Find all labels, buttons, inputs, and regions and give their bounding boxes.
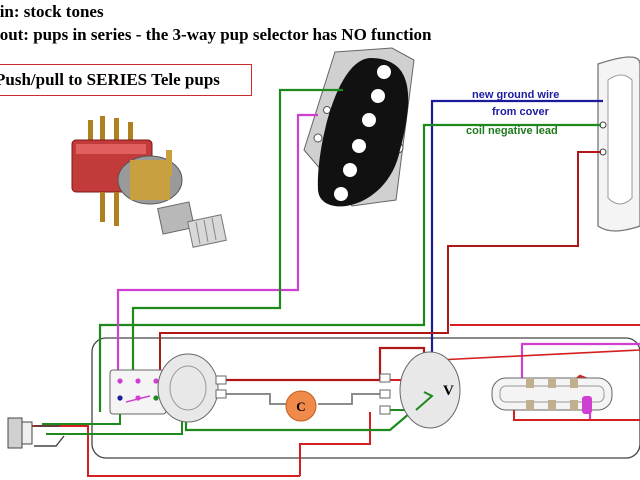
push-pull-label: Push/pull to SERIES Tele pups <box>0 70 220 89</box>
neck-pickup <box>597 56 640 232</box>
header-line-2: P out: pups in series - the 3-way pup se… <box>0 25 432 44</box>
coil-negative-label: coil negative lead <box>466 125 558 137</box>
coil-negative-wire <box>98 123 601 412</box>
neck-hot-wire <box>159 151 601 394</box>
header-line-1: P in: stock tones <box>0 2 104 21</box>
bridge-pickup <box>303 47 415 207</box>
capacitor-label: C <box>296 399 305 414</box>
push-pull-switch <box>109 369 167 415</box>
new-ground-wire-label: new ground wire <box>472 89 560 101</box>
new-ground-wire <box>430 99 603 380</box>
control-plate <box>91 337 640 459</box>
push-pull-label-box: Push/pull to SERIES Tele pups <box>0 64 252 96</box>
push-pull-pot-photo <box>71 116 227 248</box>
output-jack <box>7 417 65 449</box>
bridge-ground-lead <box>131 88 343 380</box>
from-cover-label: from cover <box>492 106 549 118</box>
tone-pot <box>157 353 227 423</box>
bridge-pickup-lead <box>116 113 318 380</box>
volume-pot-label: V <box>443 383 454 399</box>
capacitor: C <box>285 390 317 422</box>
volume-pot: V <box>379 351 461 429</box>
three-way-selector <box>491 377 613 414</box>
